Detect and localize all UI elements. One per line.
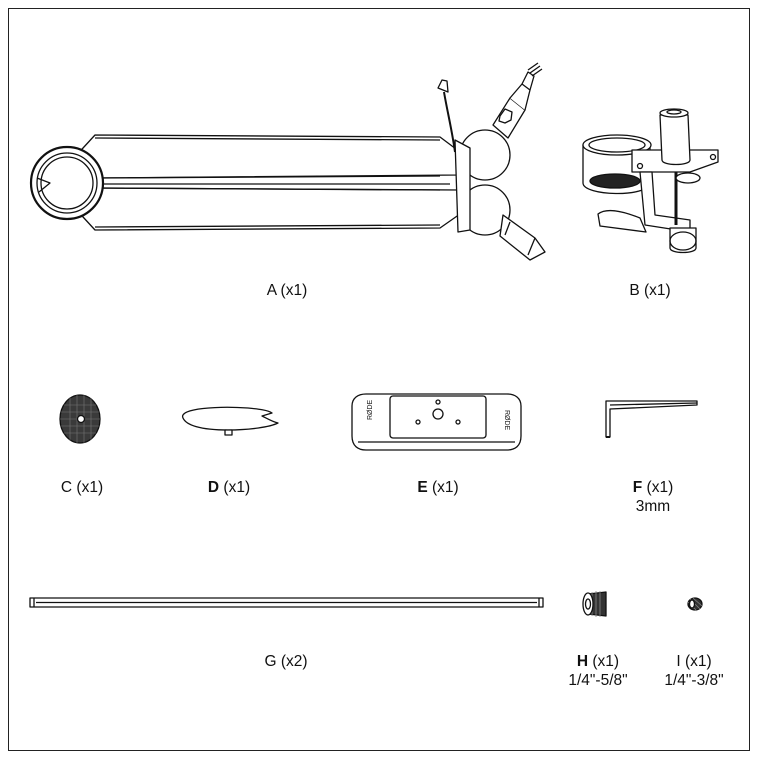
part-c-qty: (x1) xyxy=(76,479,104,496)
part-a-boom-arm xyxy=(29,62,546,261)
part-d-qty: (x1) xyxy=(223,479,251,496)
part-d-disc-plate xyxy=(182,406,279,436)
part-f-letter: F xyxy=(632,479,643,496)
part-g-letter: G xyxy=(264,653,277,670)
label-part-g: G (x2) xyxy=(264,652,307,671)
part-g-qty: (x2) xyxy=(280,653,308,670)
label-part-h: H (x1) 1/4"-5/8" xyxy=(568,652,627,690)
part-b-qty: (x1) xyxy=(643,282,671,299)
part-c-letter: C xyxy=(60,479,73,496)
part-e-mount-block: RØDE RØDE xyxy=(351,393,522,451)
part-h-letter: H xyxy=(576,653,589,670)
part-i-letter: I xyxy=(676,653,681,670)
part-e-letter: E xyxy=(417,479,428,496)
part-e-qty: (x1) xyxy=(431,479,459,496)
part-a-qty: (x1) xyxy=(280,282,308,299)
label-part-a: A (x1) xyxy=(267,281,308,300)
part-f-qty: (x1) xyxy=(646,479,674,496)
part-b-desk-clamp xyxy=(582,108,719,254)
label-part-e: E (x1) xyxy=(417,478,458,497)
part-i-spec: 1/4"-3/8" xyxy=(664,672,724,689)
part-b-letter: B xyxy=(629,282,640,299)
part-a-letter: A xyxy=(266,282,277,299)
part-d-letter: D xyxy=(207,479,220,496)
part-i-small-adapter xyxy=(687,597,703,612)
label-part-f: F (x1) 3mm xyxy=(633,478,673,516)
part-h-spec: 1/4"-5/8" xyxy=(568,672,628,689)
part-f-spec: 3mm xyxy=(635,498,671,515)
part-c-foam-disc xyxy=(59,394,101,444)
part-f-hex-key xyxy=(605,400,698,438)
label-part-d: D (x1) xyxy=(208,478,250,497)
part-h-qty: (x1) xyxy=(592,653,620,670)
logo-left: RØDE xyxy=(367,399,374,420)
part-g-rod xyxy=(29,597,544,608)
part-h-thread-adapter xyxy=(582,591,607,617)
label-part-b: B (x1) xyxy=(629,281,670,300)
part-i-qty: (x1) xyxy=(684,653,712,670)
logo-right: RØDE xyxy=(503,410,510,431)
diagram-frame xyxy=(8,8,750,751)
label-part-c: C (x1) xyxy=(61,478,103,497)
label-part-i: I (x1) 1/4"-3/8" xyxy=(664,652,723,690)
